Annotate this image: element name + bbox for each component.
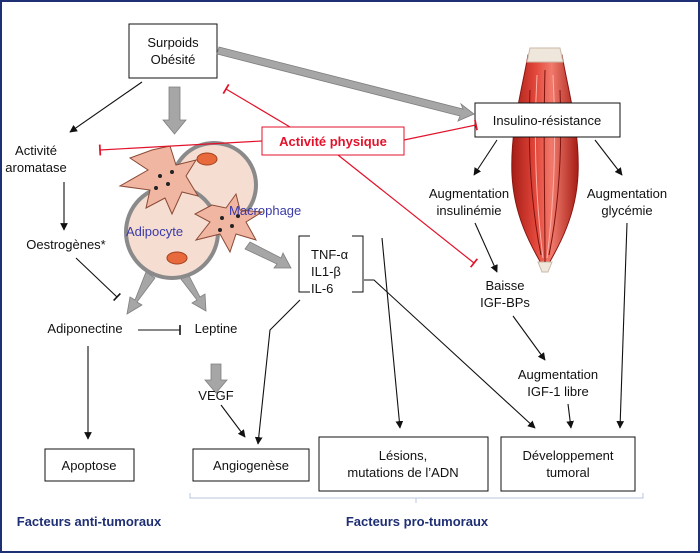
aug-insulinemie-label-1: Augmentation bbox=[429, 186, 509, 201]
black-inhibition-lines bbox=[75, 257, 181, 335]
developpement-label-1: Développement bbox=[522, 448, 613, 463]
macrophage-label: Macrophage bbox=[229, 203, 301, 218]
il1-label: IL1-β bbox=[311, 264, 341, 279]
apoptose-label: Apoptose bbox=[62, 458, 117, 473]
vegf-label: VEGF bbox=[198, 388, 233, 403]
activite-physique-box bbox=[261, 126, 405, 156]
insulino-box bbox=[474, 102, 621, 138]
activite-aromatase-label-1: Activité bbox=[15, 143, 57, 158]
black-arrows bbox=[60, 81, 628, 445]
aug-glycemie-label-2: glycémie bbox=[601, 203, 652, 218]
insulino-label: Insulino-résistance bbox=[493, 113, 601, 128]
adipocyte-label: Adipocyte bbox=[126, 224, 183, 239]
oestrogenes-label: Oestrogènes* bbox=[26, 237, 106, 252]
facteurs-pro-label: Facteurs pro-tumoraux bbox=[346, 514, 489, 529]
lesions-label-1: Lésions, bbox=[379, 448, 427, 463]
developpement-label-2: tumoral bbox=[546, 465, 589, 480]
cytokine-bracket-left bbox=[298, 235, 310, 293]
obesite-label: Obésité bbox=[151, 52, 196, 67]
apoptose-box bbox=[44, 448, 135, 482]
pro-bracket bbox=[189, 493, 644, 499]
cytokine-bracket-right bbox=[352, 235, 364, 293]
adiponectine-label: Adiponectine bbox=[47, 321, 122, 336]
angiogenese-box bbox=[192, 448, 310, 482]
baisse-igfbp-label-1: Baisse bbox=[485, 278, 524, 293]
activite-aromatase-label-2: aromatase bbox=[5, 160, 66, 175]
aug-igf1-label-2: IGF-1 libre bbox=[527, 384, 588, 399]
activite-physique-label: Activité physique bbox=[279, 134, 387, 149]
muscle-icon bbox=[511, 47, 579, 273]
angiogenese-label: Angiogenèse bbox=[213, 458, 289, 473]
aug-glycemie-label-1: Augmentation bbox=[587, 186, 667, 201]
il6-label: IL-6 bbox=[311, 281, 333, 296]
surpoids-label: Surpoids bbox=[147, 35, 199, 50]
lesions-box bbox=[318, 436, 489, 492]
lesions-label-2: mutations de l’ADN bbox=[347, 465, 458, 480]
tnf-label: TNF-α bbox=[311, 247, 349, 262]
adipocyte-cells-icon bbox=[118, 141, 264, 280]
aug-insulinemie-label-2: insulinémie bbox=[436, 203, 501, 218]
facteurs-anti-label: Facteurs anti-tumoraux bbox=[17, 514, 162, 529]
surpoids-box bbox=[128, 23, 218, 79]
red-inhibition-lines bbox=[98, 83, 479, 268]
leptine-label: Leptine bbox=[195, 321, 238, 336]
baisse-igfbp-label-2: IGF-BPs bbox=[480, 295, 530, 310]
gray-arrows bbox=[126, 46, 475, 394]
aug-igf1-label-1: Augmentation bbox=[518, 367, 598, 382]
developpement-box bbox=[500, 436, 636, 492]
